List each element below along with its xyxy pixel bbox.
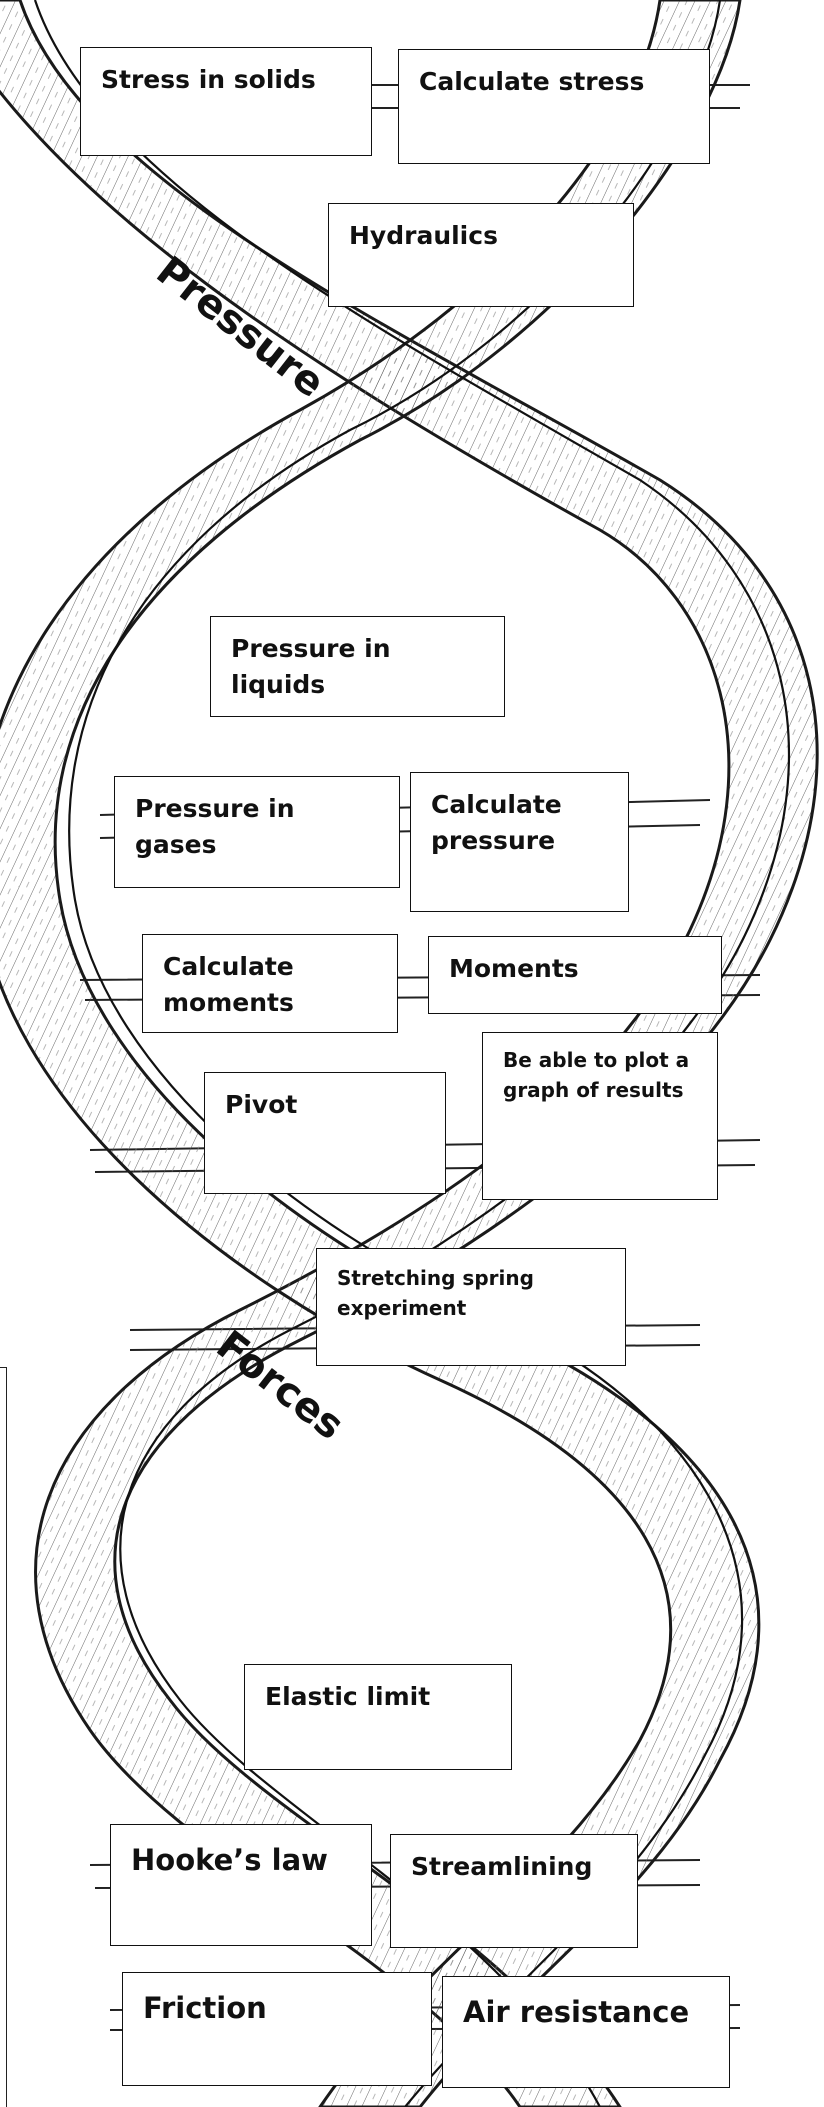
box-hydraulics: Hydraulics bbox=[328, 203, 634, 307]
box-stress-in-solids: Stress in solids bbox=[80, 47, 372, 156]
box-pressure-in-liquids: Pressure in liquids bbox=[210, 616, 505, 717]
box-calculate-pressure: Calculate pressure bbox=[410, 772, 629, 912]
box-calculate-stress: Calculate stress bbox=[398, 49, 710, 164]
box-stretching-spring-experiment: Stretching spring experiment bbox=[316, 1248, 626, 1366]
box-pressure-in-gases: Pressure in gases bbox=[114, 776, 400, 888]
box-moments: Moments bbox=[428, 936, 722, 1014]
box-plot-graph: Be able to plot a graph of results bbox=[482, 1032, 718, 1200]
box-streamlining: Streamlining bbox=[390, 1834, 638, 1948]
box-elastic-limit: Elastic limit bbox=[244, 1664, 512, 1770]
box-friction: Friction bbox=[122, 1972, 432, 2086]
page-side-border bbox=[0, 1367, 7, 2107]
box-pivot: Pivot bbox=[204, 1072, 446, 1194]
box-air-resistance: Air resistance bbox=[442, 1976, 730, 2088]
box-calculate-moments: Calculate moments bbox=[142, 934, 398, 1033]
box-hookes-law: Hooke’s law bbox=[110, 1824, 372, 1946]
